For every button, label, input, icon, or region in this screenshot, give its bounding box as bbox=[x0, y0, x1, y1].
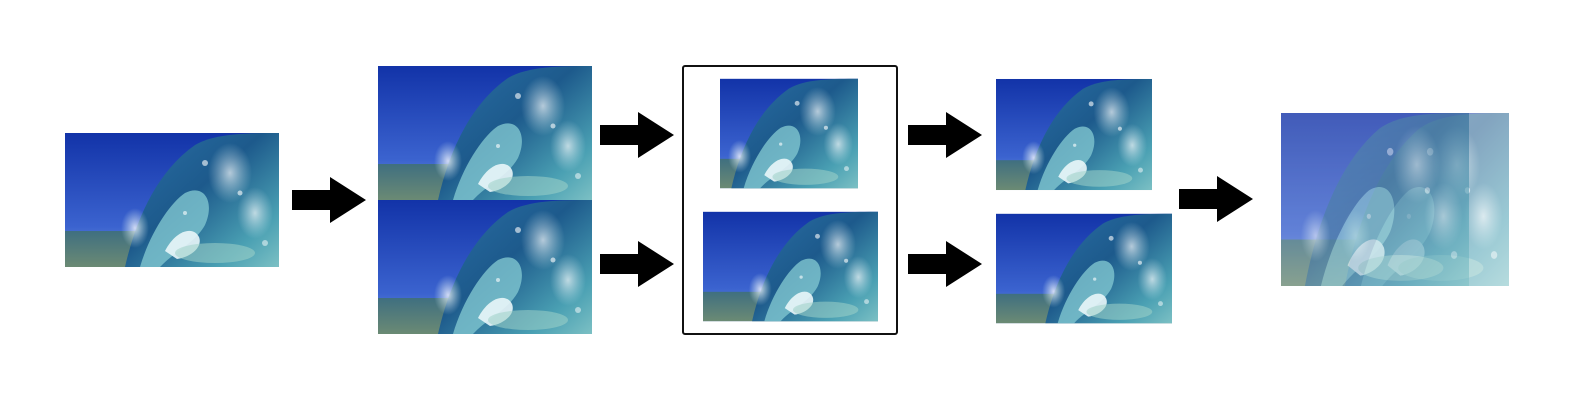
right-arrow-icon bbox=[908, 241, 982, 287]
shifted-right-image bbox=[720, 67, 896, 200]
blended-output-image bbox=[1281, 113, 1509, 286]
shifted-left-image bbox=[703, 200, 878, 333]
right-arrow-icon bbox=[908, 112, 982, 158]
right-arrow-icon bbox=[292, 177, 366, 223]
right-arrow-icon bbox=[600, 241, 674, 287]
cropped-bottom-image bbox=[996, 202, 1172, 335]
shift-frame bbox=[682, 65, 898, 335]
right-arrow-icon bbox=[600, 112, 674, 158]
duplicate-bottom-image bbox=[378, 200, 592, 334]
cropped-top-image bbox=[996, 67, 1172, 202]
duplicate-top-image bbox=[378, 66, 592, 200]
input-wave-image bbox=[65, 133, 279, 267]
right-arrow-icon bbox=[1179, 176, 1253, 222]
